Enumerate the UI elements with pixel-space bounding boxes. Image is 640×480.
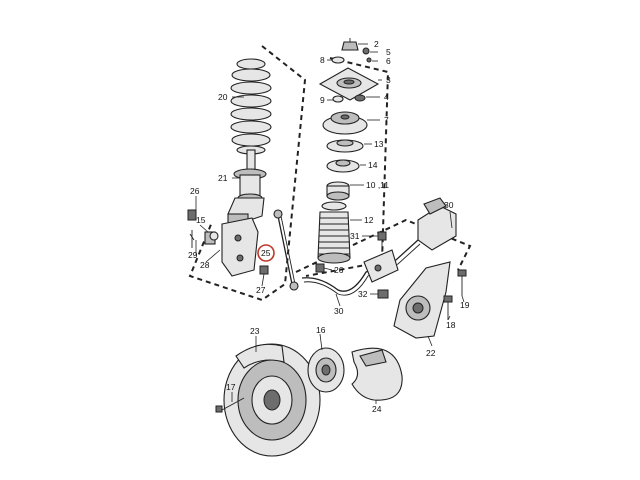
bolt-6 [366,57,372,63]
label-17: 17 [226,382,236,392]
coil-spring [230,58,272,155]
label-26-right: 26 [334,265,344,275]
label-24: 24 [372,404,382,414]
label-23: 23 [250,326,260,336]
stabilizer-link [273,209,299,291]
nut-27 [259,265,269,275]
label-13: 13 [374,139,384,149]
brake-backing-23 [235,343,285,369]
label-12: 12 [364,215,374,225]
label-20: 20 [218,92,228,102]
label-10-11: 10 ,11 [366,180,389,190]
spring-seat-13 [326,139,364,153]
bolt-31 [377,231,387,252]
label-31: 31 [350,231,360,241]
brake-disc [223,343,321,457]
label-19: 19 [460,300,470,310]
nut-32 [377,289,389,299]
bushing-clamp-30 [417,197,457,251]
label-5: 5 [386,47,391,57]
label-32: 32 [358,289,368,299]
bushing-26-right [315,263,325,273]
label-21: 21 [218,173,228,183]
washer-8 [331,56,345,64]
strut-group-frame [188,45,307,302]
spring-seat-14 [326,159,360,173]
top-mount-plate [318,67,380,101]
label-29: 29 [188,250,198,260]
upper-nut-2 [341,38,359,51]
steering-knuckle [393,261,451,339]
hub-bearing [307,347,345,393]
nut-4 [354,94,366,102]
label-27: 27 [256,285,266,295]
bolt-29 [189,230,195,248]
bump-stop-10-11 [326,181,350,201]
washer-15 [209,231,219,241]
strut-lower-bracket [204,217,259,277]
label-22: 22 [426,348,436,358]
shock-absorber-strut [227,149,267,225]
label-26-left: 26 [190,186,200,196]
bearing-7 [322,111,368,135]
label-6: 6 [386,56,391,66]
label-2: 2 [374,39,379,49]
label-3: 3 [386,75,391,85]
label-28: 28 [200,260,210,270]
label-8: 8 [320,55,325,65]
stabilizer-bar [301,239,421,296]
nut-5 [362,47,370,55]
dust-shield [351,347,403,401]
label-9: 9 [320,95,325,105]
label-14: 14 [368,160,378,170]
leader-lines [195,43,465,404]
label-30-bottom: 30 [334,306,344,316]
label-15: 15 [196,215,206,225]
bolt-26 [187,209,197,221]
wheel-stud-17 [215,397,245,413]
dust-boot-12 [317,201,351,264]
label-25-highlight [257,244,275,262]
label-7: 7 [384,115,389,125]
label-4: 4 [384,92,389,102]
mount-group-frame [305,57,390,277]
label-30-top: 30 [444,200,454,210]
bolt-19 [457,269,467,296]
label-25: 25 [261,248,271,258]
washer-9 [332,95,344,103]
bolt-18 [443,295,453,320]
label-18: 18 [446,320,456,330]
label-16: 16 [316,325,326,335]
bushing-26-clamp [363,249,399,283]
